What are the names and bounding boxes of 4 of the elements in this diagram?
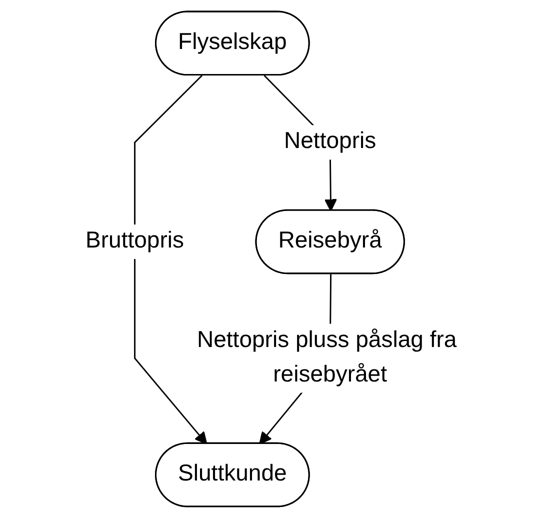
edge-label: Bruttopris [85,228,184,254]
edge-label: Nettopris pluss påslag fra reisebyrået [196,328,456,388]
arrow [134,75,207,444]
edge-label: Nettopris [284,130,376,154]
